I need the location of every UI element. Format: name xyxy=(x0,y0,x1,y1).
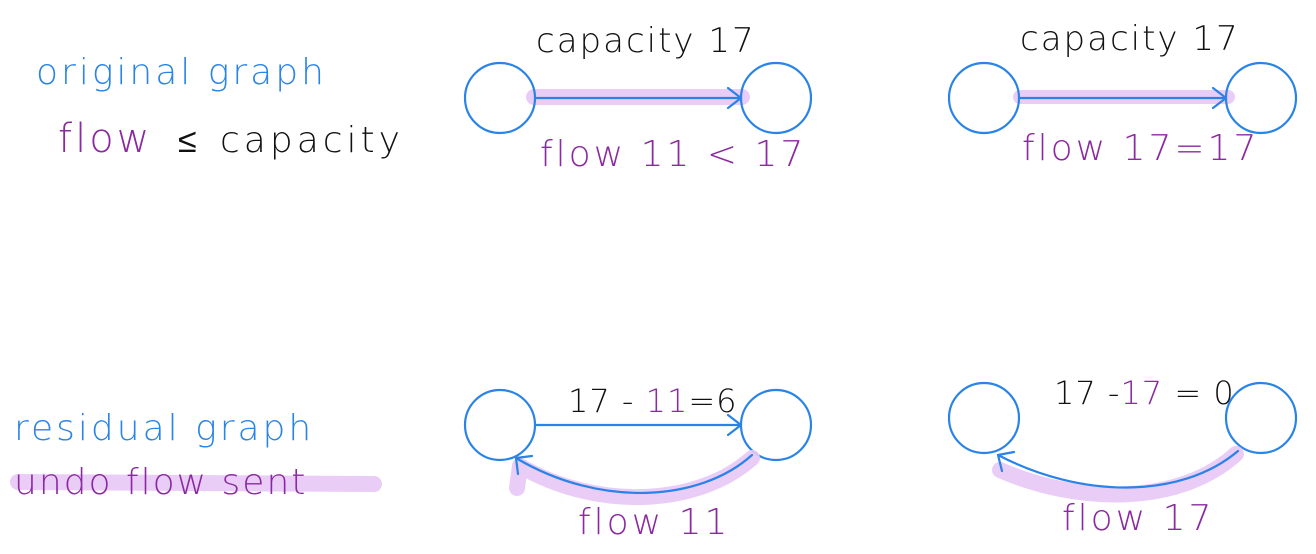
backward-residual-edge-arrow xyxy=(996,449,1240,489)
residual-result: = 0 xyxy=(1163,374,1235,412)
capacity-word: capacity xyxy=(220,120,404,161)
source-node xyxy=(463,388,537,462)
diagram-flow-partial: capacity 17 flow 11 < 17 xyxy=(463,21,813,175)
sink-node xyxy=(1224,381,1298,455)
forward-edge-arrow xyxy=(533,86,743,110)
forward-residual-edge-arrow xyxy=(533,413,743,437)
capacity-label: capacity 17 xyxy=(1020,19,1240,59)
original-graph-label: original graph xyxy=(36,52,327,93)
forward-edge-arrow xyxy=(1017,86,1228,110)
diagram-residual-saturated: 17 -17 = 0 flow 17 xyxy=(947,374,1298,539)
residual-capacity-label: 17 - 11=6 xyxy=(568,382,738,420)
flow-label: flow 11 xyxy=(578,502,730,543)
backward-residual-edge-arrow xyxy=(514,453,754,495)
residual-minuend: 17 - xyxy=(1054,374,1120,412)
flow-label: flow 17 xyxy=(1062,498,1214,539)
flow-label: flow 11 < 17 xyxy=(540,134,806,175)
residual-subtrahend: 17 xyxy=(1120,374,1163,412)
backward-flow-highlight xyxy=(509,450,760,506)
source-node xyxy=(947,381,1021,455)
residual-capacity-label: 17 -17 = 0 xyxy=(1054,374,1235,412)
source-node xyxy=(463,61,537,135)
sink-node xyxy=(1224,61,1298,135)
sink-node xyxy=(739,388,813,462)
source-node xyxy=(947,61,1021,135)
backward-flow-highlight xyxy=(992,446,1244,503)
residual-minuend: 17 - xyxy=(568,382,646,420)
flow-label: flow 17=17 xyxy=(1022,128,1259,169)
capacity-label: capacity 17 xyxy=(536,21,756,61)
sink-node xyxy=(739,61,813,135)
less-equal-symbol: ≤ xyxy=(178,121,197,161)
flow-word: flow xyxy=(58,116,152,162)
residual-graph-label: residual graph xyxy=(14,408,314,449)
undo-flow-sent-label: undo flow sent xyxy=(14,462,307,503)
residual-result: =6 xyxy=(688,382,737,420)
flow-le-capacity-label: flow ≤ capacity xyxy=(58,116,404,162)
diagram-flow-saturated: capacity 17 flow 17=17 xyxy=(947,19,1298,169)
residual-subtrahend: 11 xyxy=(646,382,689,420)
undo-flow-highlight xyxy=(10,474,382,492)
diagram-residual-partial: 17 - 11=6 flow 11 xyxy=(463,382,813,543)
